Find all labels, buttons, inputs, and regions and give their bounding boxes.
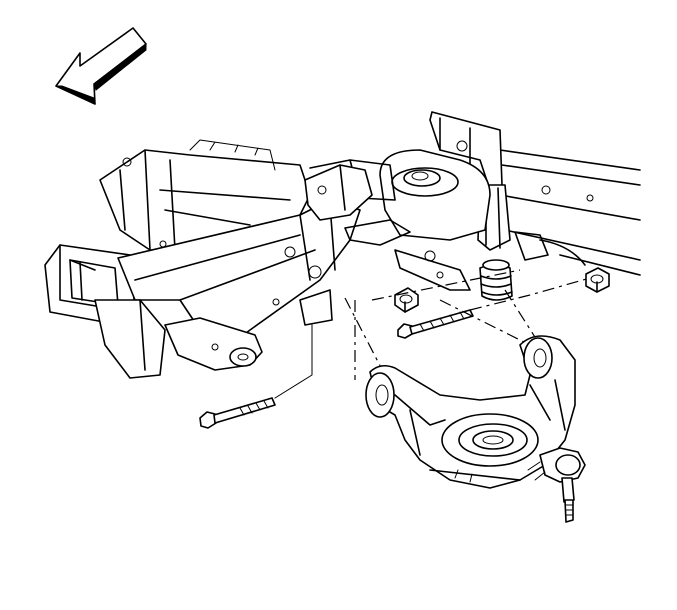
- shock-mount: [309, 149, 491, 241]
- crossmember: [44, 139, 471, 379]
- pivot-bolt-rear: [397, 309, 474, 339]
- direction-arrow: [55, 27, 147, 105]
- alignment-lines: [274, 269, 591, 399]
- nut-right: [585, 267, 610, 293]
- upper-control-arm-bracket: [429, 111, 511, 251]
- ball-joint: [527, 447, 586, 523]
- pivot-bolt-front: [199, 397, 276, 429]
- frame-rail: [499, 149, 641, 276]
- lower-control-arm: [365, 335, 576, 489]
